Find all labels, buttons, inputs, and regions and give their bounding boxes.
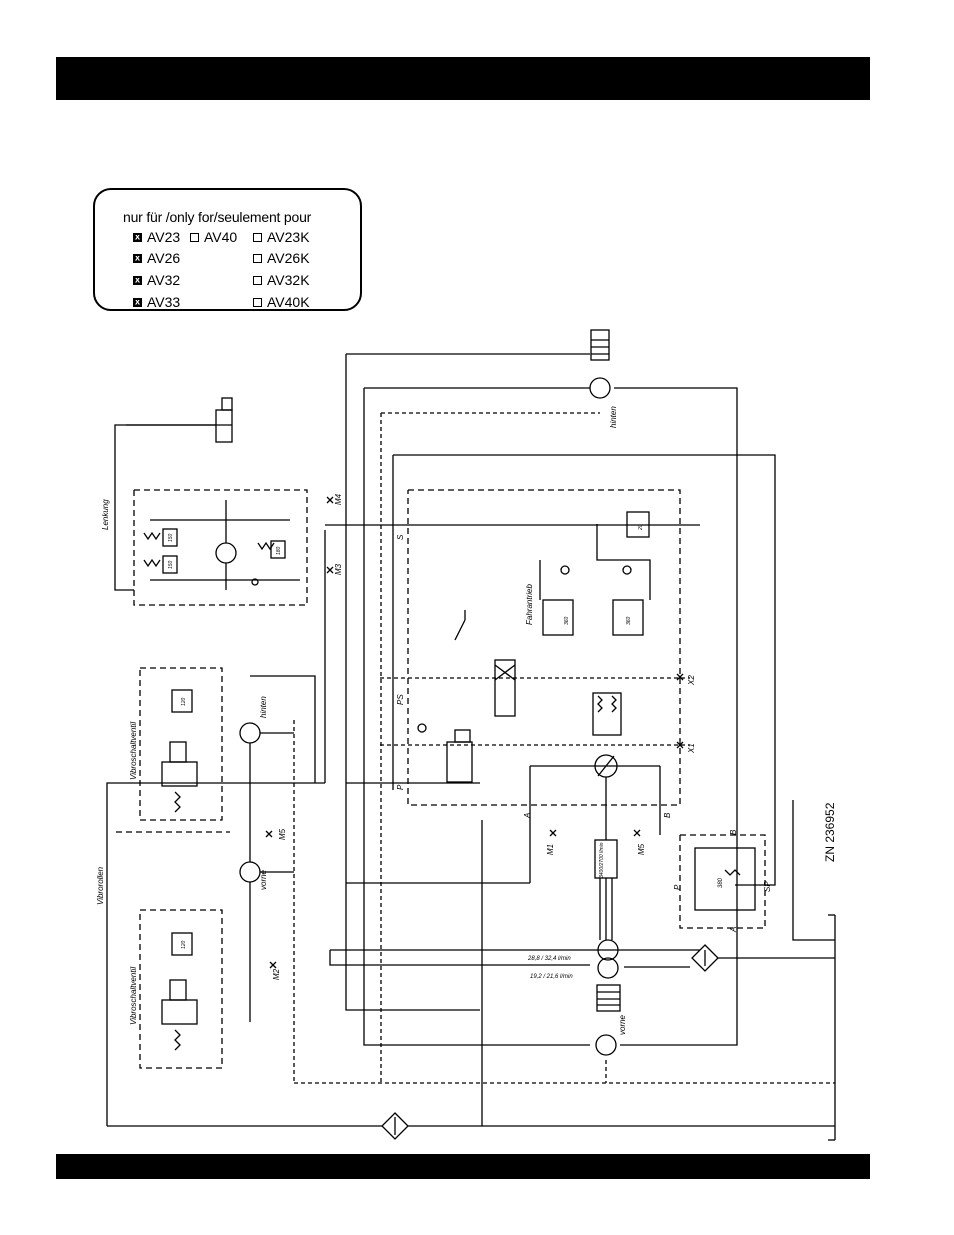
label-hinten-vibro: hinten xyxy=(259,696,268,718)
label-fahrantrieb: Fahrantrieb xyxy=(525,584,534,625)
legend-item-av33: AV33 xyxy=(133,294,180,310)
label-m3: M3 xyxy=(334,563,343,575)
label-m4: M4 xyxy=(334,493,343,505)
vibration-valves xyxy=(116,667,316,1069)
label-port-p: P xyxy=(396,784,405,790)
label-vibroschaltventil-1: Vibroschaltventil xyxy=(129,722,138,780)
label-x1: X1 xyxy=(687,743,696,754)
label-vorne-drive: vorne xyxy=(618,1014,627,1035)
drive-components xyxy=(417,511,661,940)
legend-item-av23: AV23 xyxy=(133,229,180,245)
main-lines xyxy=(106,353,836,1141)
drain-lines xyxy=(293,412,835,1084)
measure-points xyxy=(265,496,684,969)
empty-box-icon xyxy=(253,232,262,242)
label-v180: 180 xyxy=(276,546,282,555)
label-port-s: S xyxy=(396,534,405,540)
checked-box-icon xyxy=(133,232,142,242)
steering-block xyxy=(114,397,308,606)
empty-box-icon xyxy=(190,232,199,242)
label-hinten-drive: hinten xyxy=(609,406,618,428)
legend-item-av40k: AV40K xyxy=(253,294,310,310)
label-port-ps: PS xyxy=(396,694,405,705)
pumps-and-filters xyxy=(381,329,756,1140)
label-vibroschaltventil-2: Vibroschaltventil xyxy=(129,967,138,1025)
label-v380: 380 xyxy=(718,877,724,888)
legend-item-av40: AV40 xyxy=(190,229,237,245)
checked-box-icon xyxy=(133,275,142,285)
empty-box-icon xyxy=(253,297,262,307)
label-port-sp: SP xyxy=(763,881,772,892)
drive-block-frame xyxy=(407,489,766,929)
model-legend: nur für /only for/seulement pour AV23 AV… xyxy=(93,188,362,311)
label-flow-1: 28,8 / 32,4 l/min xyxy=(527,956,571,962)
checked-box-icon xyxy=(133,253,142,263)
label-m6: M5 xyxy=(278,828,287,840)
legend-item-av23k: AV23K xyxy=(253,229,310,245)
label-port-b2: B xyxy=(729,829,738,835)
label-port-b: B xyxy=(663,812,672,818)
label-m5: M5 xyxy=(637,843,646,855)
label-v150a: 150 xyxy=(168,533,174,542)
label-v150b: 150 xyxy=(168,560,174,569)
label-port-a: A xyxy=(523,813,532,819)
header-bar xyxy=(56,57,870,100)
drawing-number: ZN 236952 xyxy=(823,802,837,862)
legend-item-av32k: AV32K xyxy=(253,272,310,288)
label-port-a2: A xyxy=(729,927,738,933)
label-vorne-vibro: vorne xyxy=(259,869,268,890)
label-pump-displacement: 3400/2700 l/min xyxy=(599,842,605,878)
label-v120b: 120 xyxy=(181,940,187,949)
label-v360a: 360 xyxy=(564,616,570,625)
legend-item-av26: AV26 xyxy=(133,250,180,266)
label-flow-2: 19,2 / 21,6 l/min xyxy=(530,974,573,980)
label-m1: M1 xyxy=(546,844,555,855)
label-port-p2: P xyxy=(673,884,682,890)
legend-item-av32: AV32 xyxy=(133,272,180,288)
footer-bar xyxy=(56,1154,870,1179)
label-vibrorollen: Vibrorollen xyxy=(96,866,105,905)
empty-box-icon xyxy=(253,275,262,285)
legend-title: nur für /only for/seulement pour xyxy=(123,209,312,225)
checked-box-icon xyxy=(133,297,142,307)
label-m2: M2 xyxy=(272,968,281,980)
legend-item-av26k: AV26K xyxy=(253,250,310,266)
label-v20: 20 xyxy=(638,524,644,531)
label-x2: X2 xyxy=(687,675,696,686)
label-lenkung: Lenkung xyxy=(101,499,110,530)
label-v120a: 120 xyxy=(181,697,187,706)
empty-box-icon xyxy=(253,253,262,263)
label-v360b: 360 xyxy=(626,616,632,625)
